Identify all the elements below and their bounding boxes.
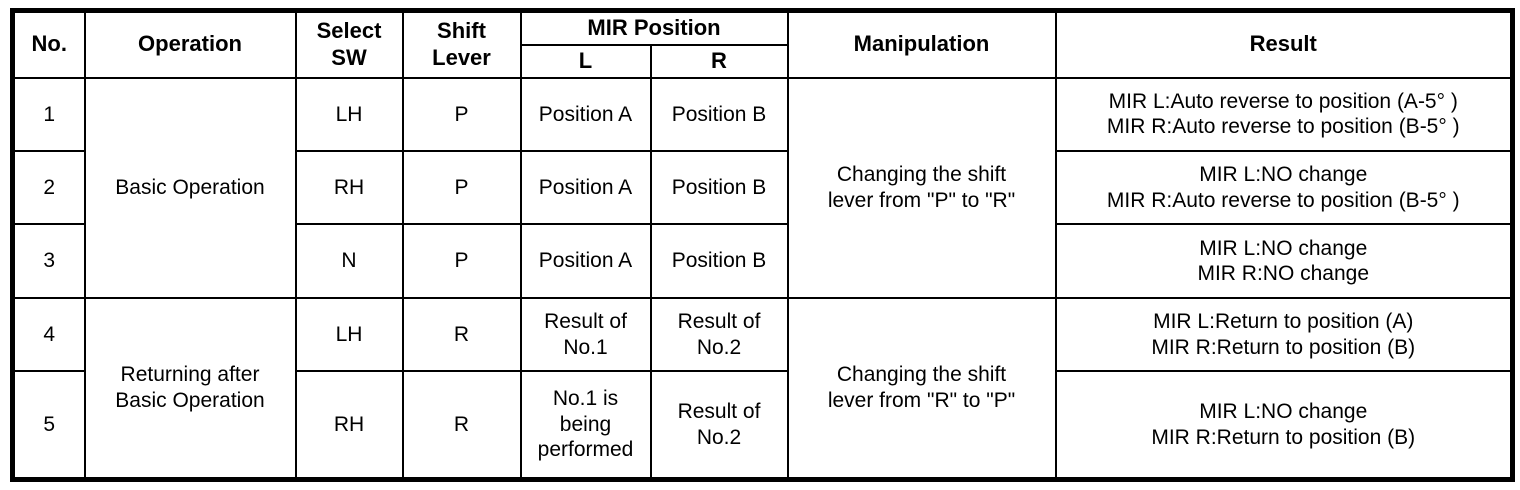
cell-mir-l: Position A: [519, 150, 652, 226]
mir-operation-table: No. Operation Select SW Shift Lever MIR …: [10, 8, 1515, 482]
cell-result: MIR L:NO change MIR R:NO change: [1054, 223, 1514, 299]
mir-r-line-2: No.2: [696, 335, 742, 359]
mir-r-line-1: Result of: [677, 400, 761, 424]
cell-operation-group-returning: Returning after Basic Operation: [83, 296, 297, 481]
cell-mir-r: Result of No.2: [649, 370, 789, 481]
shift-lever-line-2: Lever: [432, 44, 491, 70]
cell-result: MIR L:NO change MIR R:Auto reverse to po…: [1054, 150, 1514, 226]
select-sw-line-1: Select: [316, 18, 382, 43]
table-header: No. Operation Select SW Shift Lever MIR …: [11, 9, 1514, 79]
table-row: 4 Returning after Basic Operation LH R R…: [11, 296, 1514, 481]
cell-shift-lever: P: [401, 223, 522, 299]
table-body: 1 Basic Operation LH P Position A Positi…: [11, 76, 1514, 481]
cell-mir-r: Position B: [649, 223, 789, 299]
result-line-1: MIR L:Return to position (A): [1153, 309, 1414, 333]
cell-no: 5: [11, 370, 86, 481]
cell-mir-l: Position A: [519, 76, 652, 153]
table-row: 3 N P Position A Position B MIR L:NO cha…: [11, 223, 1514, 299]
manipulation-line-1: Changing the shift: [836, 163, 1007, 187]
column-header-mir-l: L: [519, 43, 652, 79]
mir-l-line-1: No.1 is: [552, 387, 619, 411]
table-row: 2 RH P Position A Position B MIR L:NO ch…: [11, 150, 1514, 226]
result-line-2: MIR R:Auto reverse to position (B-5° ): [1106, 115, 1460, 139]
shift-lever-line-1: Shift: [437, 18, 486, 43]
column-header-mir-position: MIR Position: [519, 9, 789, 46]
cell-result: MIR L:Return to position (A) MIR R:Retur…: [1054, 296, 1514, 373]
manipulation-line-2: lever from "P" to "R": [827, 188, 1016, 212]
cell-result: MIR L:Auto reverse to position (A-5° ) M…: [1054, 76, 1514, 153]
result-line-2: MIR R:Auto reverse to position (B-5° ): [1106, 188, 1460, 212]
cell-shift-lever: R: [401, 296, 522, 373]
column-header-mir-r: R: [649, 43, 789, 79]
mir-r-line-2: No.2: [696, 425, 742, 449]
column-header-result: Result: [1054, 9, 1514, 79]
table-row: 1 Basic Operation LH P Position A Positi…: [11, 76, 1514, 299]
column-header-operation: Operation: [83, 9, 297, 79]
cell-mir-l: Result of No.1: [519, 296, 652, 373]
cell-no: 3: [11, 223, 86, 299]
operation-line-1: Returning after: [120, 363, 260, 387]
manipulation-line-1: Changing the shift: [836, 363, 1007, 387]
cell-select-sw: LH: [294, 76, 404, 153]
header-row-2: L R: [13, 43, 1513, 79]
cell-result: MIR L:NO change MIR R:Return to position…: [1054, 370, 1514, 481]
cell-no: 1: [11, 76, 86, 153]
mir-l-line-3: performed: [537, 438, 634, 462]
header-row-1: No. Operation Select SW Shift Lever MIR …: [11, 9, 1514, 79]
result-line-1: MIR L:Auto reverse to position (A-5° ): [1108, 89, 1458, 113]
result-line-1: MIR L:NO change: [1199, 400, 1368, 424]
result-line-1: MIR L:NO change: [1199, 236, 1368, 260]
table-row: 5 RH R No.1 is being performed Result of…: [11, 370, 1514, 481]
result-line-1: MIR L:NO change: [1199, 163, 1368, 187]
manipulation-line-2: lever from "R" to "P": [827, 388, 1016, 412]
column-header-manipulation: Manipulation: [786, 9, 1057, 79]
cell-shift-lever: P: [401, 76, 522, 153]
column-header-select-sw: Select SW: [294, 9, 404, 79]
cell-no: 2: [11, 150, 86, 226]
cell-shift-lever: P: [401, 150, 522, 226]
cell-select-sw: LH: [294, 296, 404, 373]
mir-l-line-2: No.1: [563, 335, 608, 359]
column-header-shift-lever: Shift Lever: [401, 9, 522, 79]
mir-l-line-2: being: [559, 412, 612, 436]
result-line-2: MIR R:Return to position (B): [1151, 335, 1416, 359]
cell-manipulation-p-to-r: Changing the shift lever from "P" to "R": [786, 76, 1057, 299]
cell-mir-r: Position B: [649, 150, 789, 226]
cell-select-sw: N: [294, 223, 404, 299]
result-line-2: MIR R:NO change: [1197, 262, 1370, 286]
cell-mir-l: No.1 is being performed: [519, 370, 652, 481]
cell-mir-r: Position B: [649, 76, 789, 153]
cell-no: 4: [11, 296, 86, 373]
column-header-no: No.: [11, 9, 86, 79]
cell-mir-r: Result of No.2: [649, 296, 789, 373]
select-sw-line-2: SW: [331, 44, 367, 70]
cell-operation-group-basic: Basic Operation: [83, 76, 297, 299]
mir-r-line-1: Result of: [677, 309, 761, 333]
operation-line-2: Basic Operation: [115, 388, 265, 412]
cell-mir-l: Position A: [519, 223, 652, 299]
mir-l-line-1: Result of: [544, 309, 627, 333]
cell-select-sw: RH: [294, 150, 404, 226]
cell-shift-lever: R: [401, 370, 522, 481]
cell-manipulation-r-to-p: Changing the shift lever from "R" to "P": [786, 296, 1057, 481]
cell-select-sw: RH: [294, 370, 404, 481]
result-line-2: MIR R:Return to position (B): [1151, 425, 1416, 449]
